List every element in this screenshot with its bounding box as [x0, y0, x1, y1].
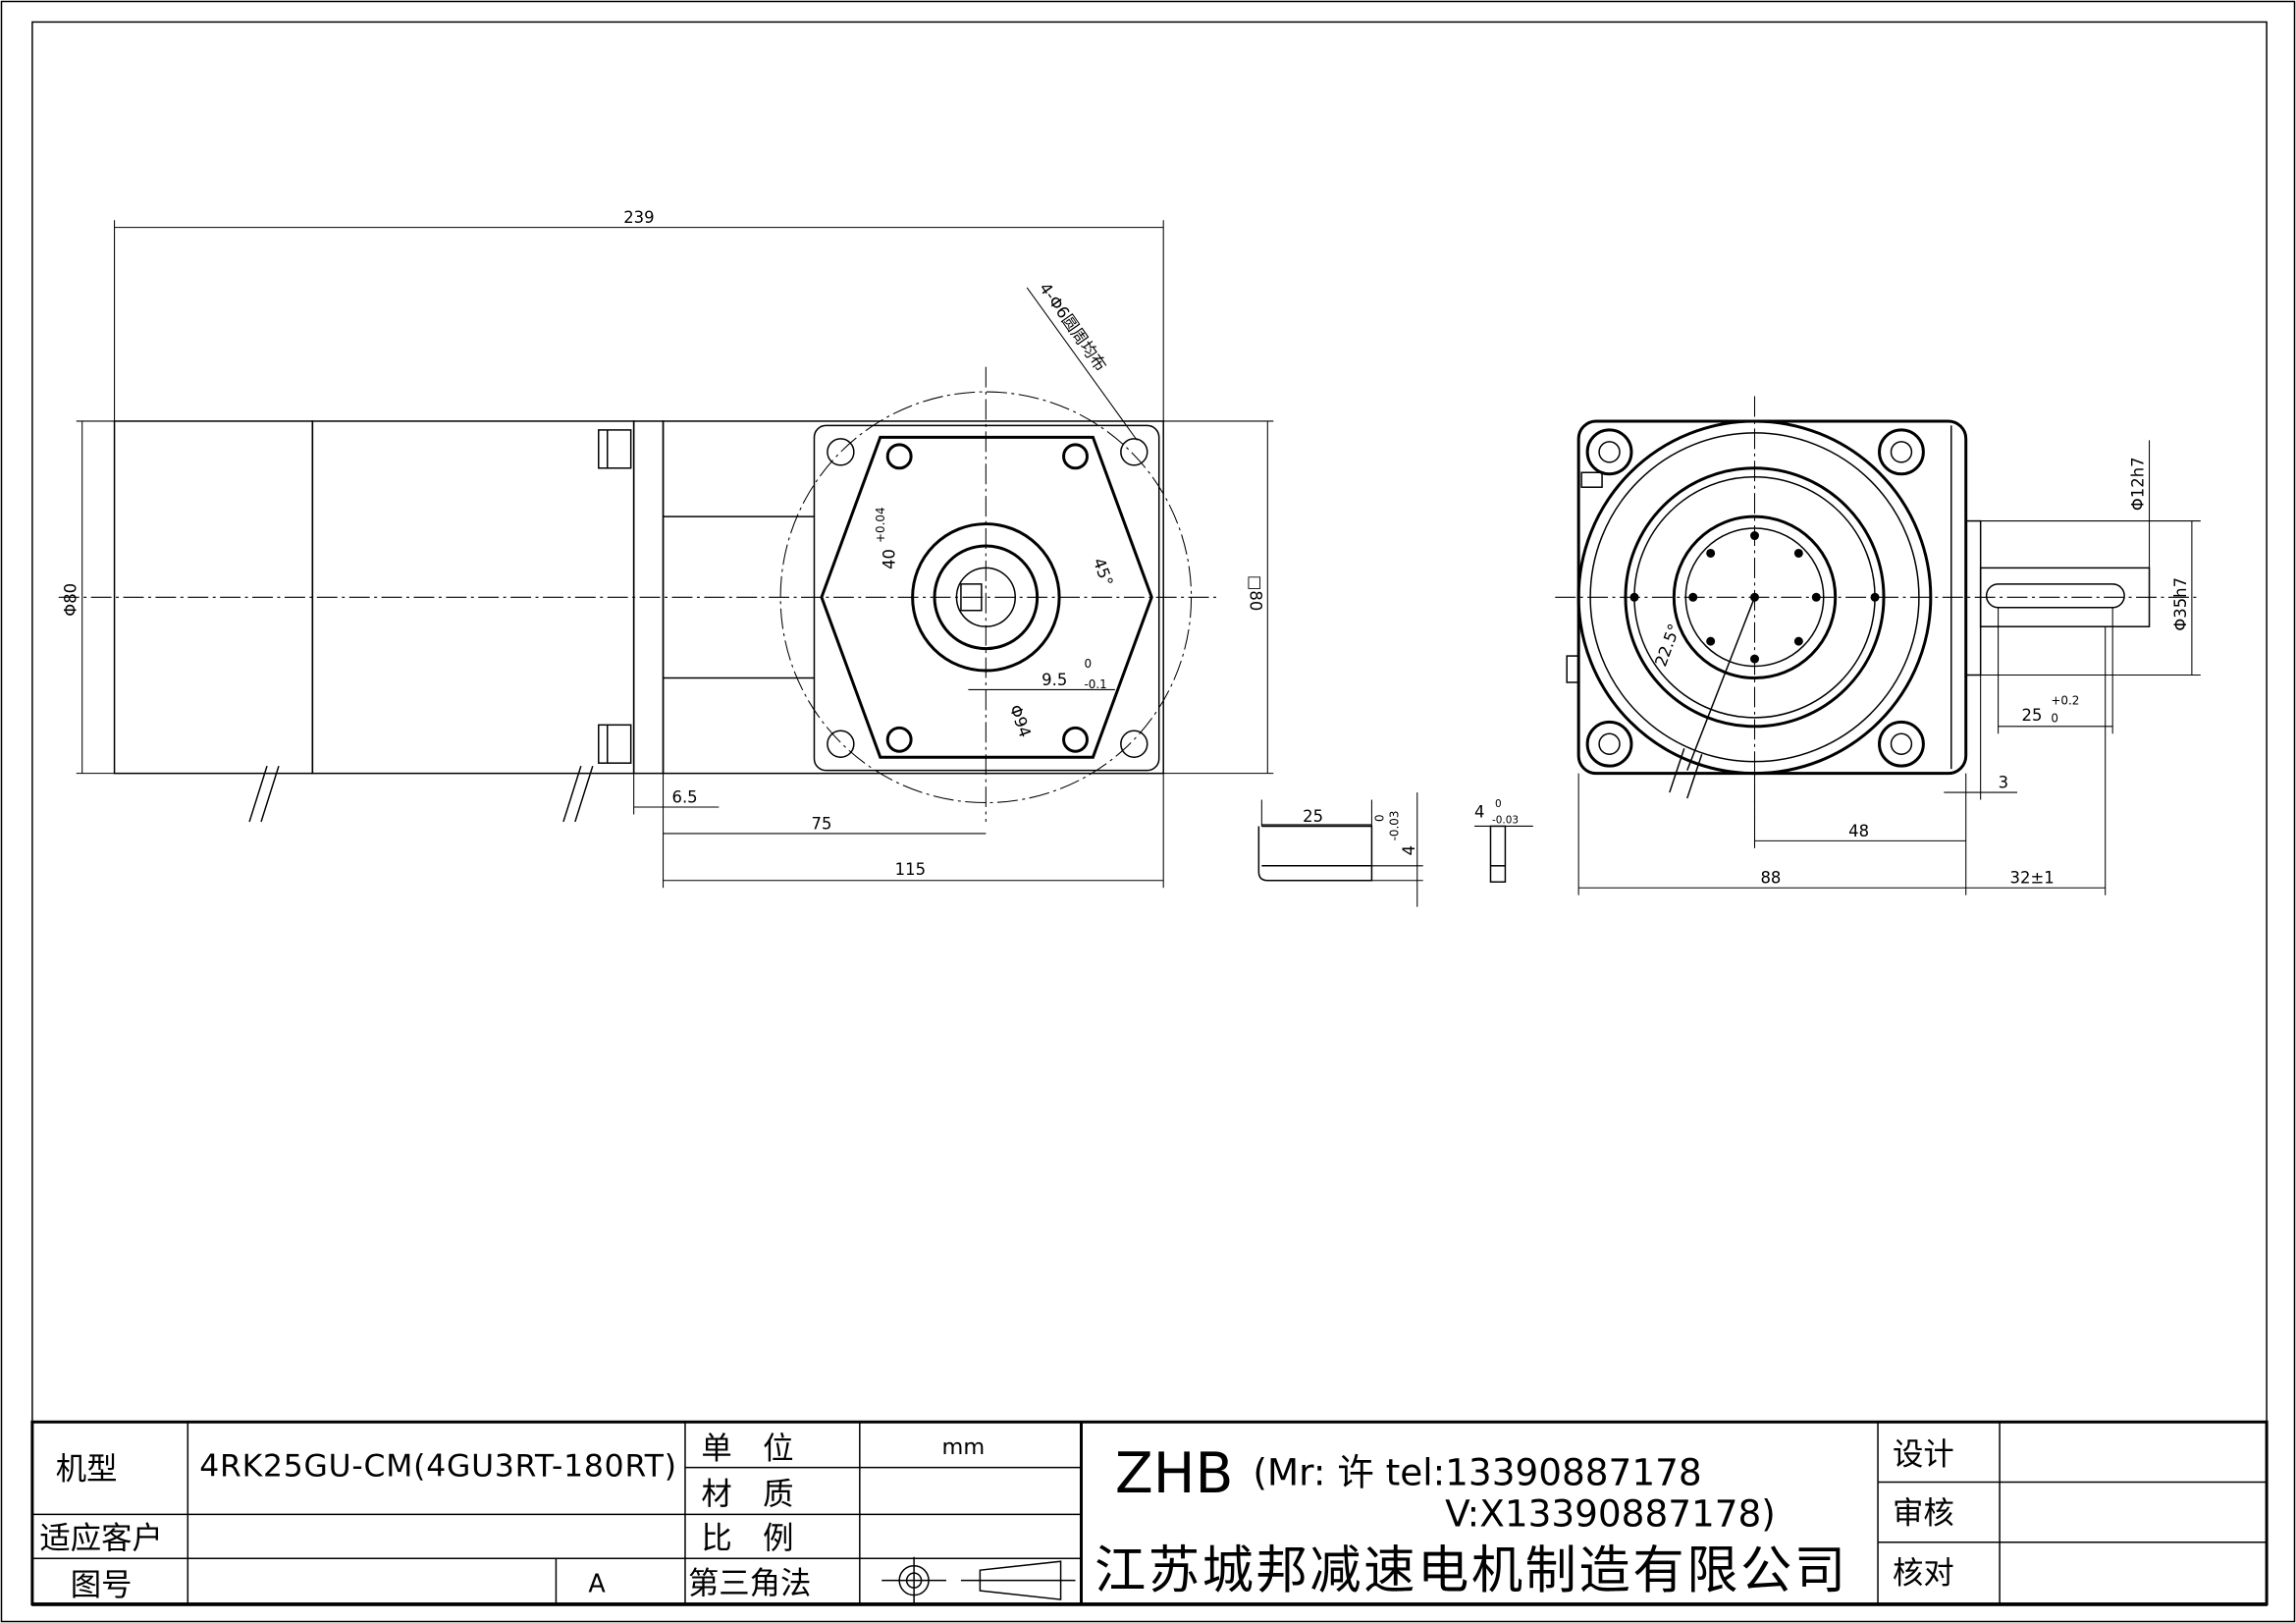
- dim-40-tol: +0.04: [874, 507, 887, 543]
- dim-key-4-tol-up: 0: [1372, 814, 1386, 822]
- dim-9-5-tol-up: 0: [1084, 657, 1092, 671]
- dim-key-4-tol-low: -0.03: [1387, 811, 1401, 841]
- material-label: 材 质: [701, 1477, 793, 1512]
- dim-48: 48: [1848, 822, 1869, 840]
- dim-32: 32±1: [2010, 869, 2055, 888]
- dim-sq80: □80: [1246, 575, 1264, 611]
- dim-239: 239: [623, 208, 654, 227]
- dim-9-5: 9.5: [1041, 671, 1067, 689]
- revision: A: [588, 1569, 606, 1598]
- key-detail: 25 4 0 -0.03 4 0 -0.03: [1257, 792, 1533, 907]
- side-view: 239 Φ80 □80 6.5 75 115 4-Φ6圆周均布 45° 40 +…: [58, 208, 1274, 889]
- dim-key-width-tol-up: 0: [1495, 798, 1502, 810]
- dim-phi94: Φ94: [1006, 702, 1035, 739]
- dim-key-width-tol-low: -0.03: [1492, 814, 1519, 826]
- contact-line-2: V:X13390887178): [1445, 1491, 1776, 1535]
- corner-holes: [1585, 428, 1925, 768]
- review-label: 审核: [1893, 1495, 1954, 1531]
- dim-key-25: 25: [1303, 807, 1323, 826]
- dim-key-width: 4: [1474, 802, 1484, 821]
- check-label: 核对: [1893, 1556, 1954, 1592]
- end-view: 22.5° Φ35h7 Φ12h7 25 +0.2 0 3 48 88 32±1: [1555, 396, 2201, 895]
- brand: ZHB: [1115, 1441, 1234, 1506]
- third-angle-projection-symbol: [881, 1556, 1076, 1604]
- title-block: 机型 4RK25GU-CM(4GU3RT-180RT) 适应客户 图号 A 单 …: [30, 1420, 2269, 1606]
- dim-shaft-key-tol-up: +0.2: [2051, 693, 2079, 707]
- dim-6-5: 6.5: [672, 788, 698, 807]
- mount-holes: [827, 438, 1148, 758]
- gearbox: [662, 420, 1164, 775]
- output-shaft: [1979, 567, 2151, 627]
- design-label: 设计: [1893, 1437, 1954, 1473]
- dim-shaft-key-tol-low: 0: [2051, 711, 2058, 725]
- projection-label: 第三角法: [688, 1566, 812, 1601]
- unit-label: 单 位: [701, 1432, 793, 1467]
- dim-22-5deg: 22.5°: [1651, 622, 1683, 670]
- model-value: 4RK25GU-CM(4GU3RT-180RT): [199, 1449, 676, 1485]
- dim-phi35h7: Φ35h7: [2171, 577, 2190, 631]
- dim-75: 75: [811, 814, 831, 833]
- shaft-shoulder: [1964, 519, 1982, 676]
- gearbox-face: [820, 435, 1153, 759]
- dim-shaft-key-25: 25: [2022, 706, 2043, 725]
- scale-label: 比 例: [701, 1521, 793, 1556]
- dim-phi80: Φ80: [62, 583, 80, 617]
- dim-phi12h7: Φ12h7: [2129, 457, 2148, 511]
- drawing-no-label: 图号: [71, 1568, 133, 1603]
- dim-40: 40: [881, 549, 899, 569]
- dim-88: 88: [1760, 869, 1781, 888]
- customer-label: 适应客户: [39, 1521, 163, 1556]
- dim-mount-holes: 4-Φ6圆周均布: [1036, 279, 1110, 374]
- model-label: 机型: [56, 1452, 118, 1488]
- dim-9-5-tol-low: -0.1: [1084, 677, 1106, 691]
- unit-value: mm: [942, 1434, 986, 1460]
- dim-115: 115: [895, 860, 926, 879]
- company-name: 江苏城邦减速电机制造有限公司: [1095, 1541, 1845, 1600]
- pcd-circle: [779, 391, 1193, 804]
- dim-key-4: 4: [1400, 845, 1418, 855]
- sheet-inner-border: [31, 21, 2268, 1606]
- dim-45deg: 45°: [1090, 556, 1117, 589]
- contact-line-1: (Mr: 许 tel:13390887178: [1253, 1451, 1701, 1494]
- dim-3: 3: [1999, 774, 2008, 792]
- bolt-pattern: [1629, 531, 1880, 664]
